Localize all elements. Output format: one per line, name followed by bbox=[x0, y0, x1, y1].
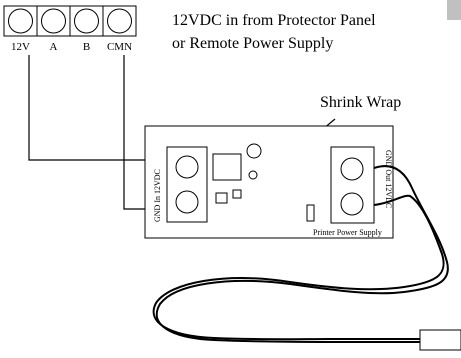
input-connector bbox=[166, 146, 208, 223]
output-connector bbox=[330, 146, 375, 224]
terminal-block bbox=[3, 5, 137, 37]
small-component-2 bbox=[232, 189, 242, 199]
caption-line-1: 12VDC in from Protector Panel bbox=[172, 12, 376, 29]
board-name-label: Printer Power Supply bbox=[313, 228, 382, 237]
caption-line-2: or Remote Power Supply bbox=[172, 35, 333, 52]
square-component bbox=[212, 153, 242, 181]
terminal-label-b: B bbox=[83, 41, 90, 53]
terminal-screw-a bbox=[41, 8, 66, 34]
shrink-wrap-label: Shrink Wrap bbox=[320, 94, 401, 111]
terminal-screw-b bbox=[74, 8, 99, 34]
output-connector-label: GND Out 12VDC bbox=[384, 150, 393, 208]
large-round-component bbox=[246, 143, 262, 159]
vertical-component bbox=[306, 204, 315, 222]
terminal-label-cmn: CMN bbox=[107, 41, 132, 53]
terminal-label-12v: 12V bbox=[11, 41, 30, 53]
cable-plug bbox=[419, 329, 461, 351]
output-cable-wire-2 bbox=[152, 194, 445, 341]
input-connector-label: GND In 12VDC bbox=[153, 169, 162, 222]
terminal-screw-cmn bbox=[107, 8, 132, 34]
small-component-1 bbox=[215, 192, 228, 204]
corner-tab bbox=[447, 0, 461, 20]
small-round-component bbox=[248, 170, 258, 180]
wire-12v bbox=[28, 55, 167, 161]
terminal-screw-12v bbox=[8, 8, 33, 34]
terminal-label-a: A bbox=[50, 41, 58, 53]
